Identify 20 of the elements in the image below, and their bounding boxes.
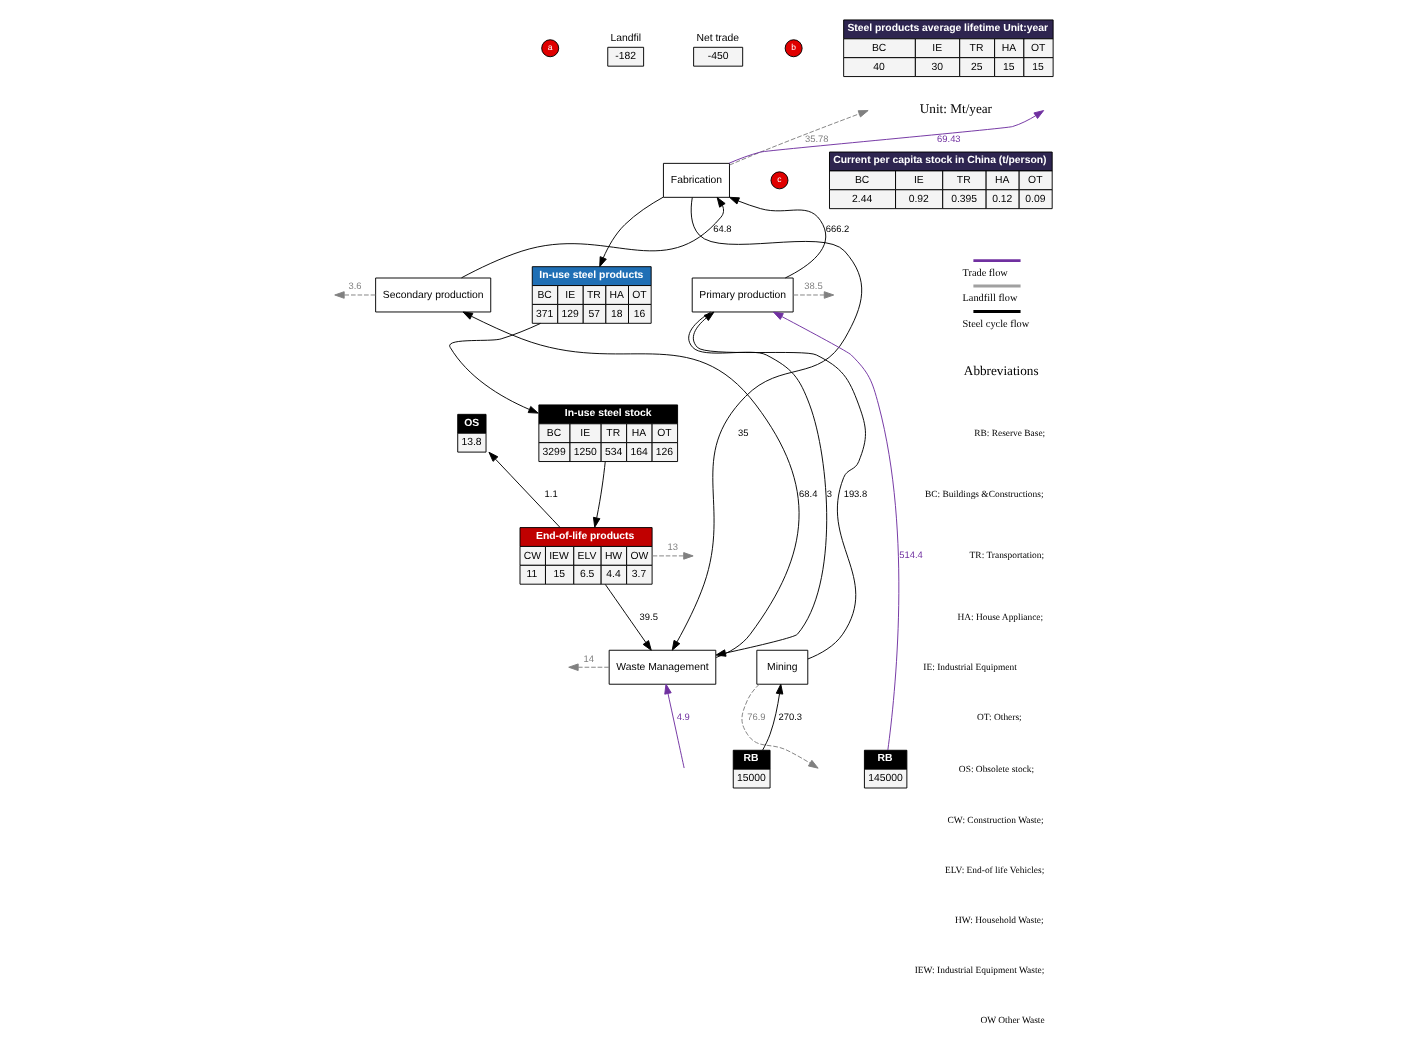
- arrow: [691, 311, 865, 660]
- arrow: [727, 110, 1044, 164]
- arrow: [598, 196, 663, 268]
- arrow: [448, 322, 540, 414]
- arrow: [740, 683, 818, 769]
- arrow: [728, 110, 868, 166]
- arrow: [567, 663, 609, 671]
- arrow: [650, 552, 693, 560]
- arrow: [791, 291, 834, 299]
- arrow: [461, 311, 799, 658]
- arrow: [687, 311, 827, 657]
- arrow: [761, 683, 783, 751]
- arrow: [460, 197, 725, 279]
- arrow: [663, 683, 684, 769]
- arrow: [670, 197, 862, 651]
- arrow: [487, 451, 560, 528]
- arrow: [603, 584, 651, 651]
- arrow: [728, 196, 826, 279]
- arrow: [591, 461, 605, 528]
- arrow: [333, 291, 376, 299]
